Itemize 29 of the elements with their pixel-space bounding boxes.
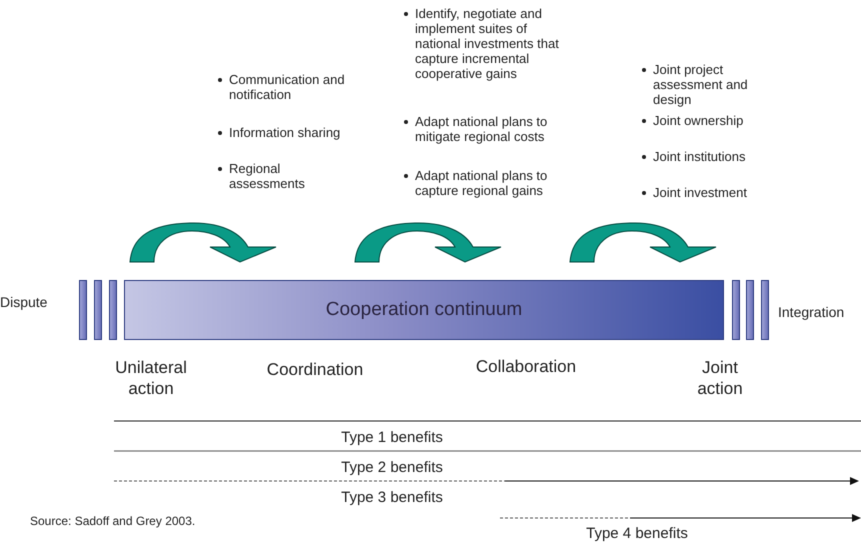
- bullet-item: Adapt national plans to mitigate regional costs: [415, 114, 548, 144]
- bullet-item: Joint project assessment and design: [653, 62, 749, 107]
- benefit-label: Type 4 benefits: [585, 524, 689, 543]
- continuum-bar: [124, 280, 724, 340]
- bullet-item: Regional assessments: [229, 161, 306, 191]
- bullet-item: Adapt national plans to capture regional gains: [415, 168, 548, 198]
- bullet-item: Communication and notification: [229, 72, 346, 102]
- stage-label: Coordination: [266, 359, 364, 380]
- bullet-item: Joint institutions: [653, 149, 746, 164]
- end-label: Dispute: [0, 293, 48, 311]
- bullet-item: Joint investment: [653, 185, 748, 200]
- stage-label: Collaboration: [474, 356, 578, 377]
- bullet-item: Identify, negotiate and implement suites of national investments that capture incremental cooperative gains: [415, 6, 560, 81]
- bullet-item: Information sharing: [229, 125, 342, 140]
- bar-title: Cooperation continuum: [326, 299, 522, 321]
- tick-bar: [94, 280, 102, 340]
- tick-bar: [746, 280, 754, 340]
- benefit-label: Type 3 benefits: [340, 488, 444, 507]
- bullet-item: Joint ownership: [653, 113, 744, 128]
- stage-label: Joint action: [696, 357, 744, 399]
- benefit-label: Type 2 benefits: [340, 458, 444, 477]
- source-note: Source: Sadoff and Grey 2003.: [30, 513, 196, 529]
- tick-bar: [79, 280, 87, 340]
- tick-bar: [761, 280, 769, 340]
- end-label: Integration: [778, 303, 846, 321]
- stage-label: Unilateral action: [114, 357, 188, 399]
- benefit-label: Type 1 benefits: [340, 428, 444, 447]
- tick-bar: [109, 280, 117, 340]
- tick-bar: [732, 280, 740, 340]
